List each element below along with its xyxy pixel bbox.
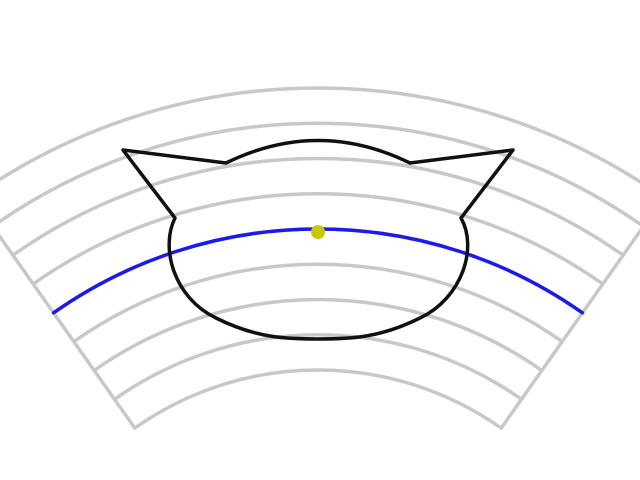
grid-arc: [112, 333, 524, 402]
dot-marker: [311, 225, 325, 239]
grid-arc: [0, 86, 640, 184]
grid-arc: [72, 262, 564, 344]
grid-arc: [0, 121, 640, 227]
grid-arc: [133, 368, 503, 430]
grid-arc: [11, 156, 625, 257]
grid-edge-left: [0, 233, 137, 430]
grid-arc: [31, 192, 605, 286]
cat-head-outline: [121, 138, 515, 341]
grid-edge-right: [499, 228, 640, 430]
grid-arc: [92, 297, 544, 373]
